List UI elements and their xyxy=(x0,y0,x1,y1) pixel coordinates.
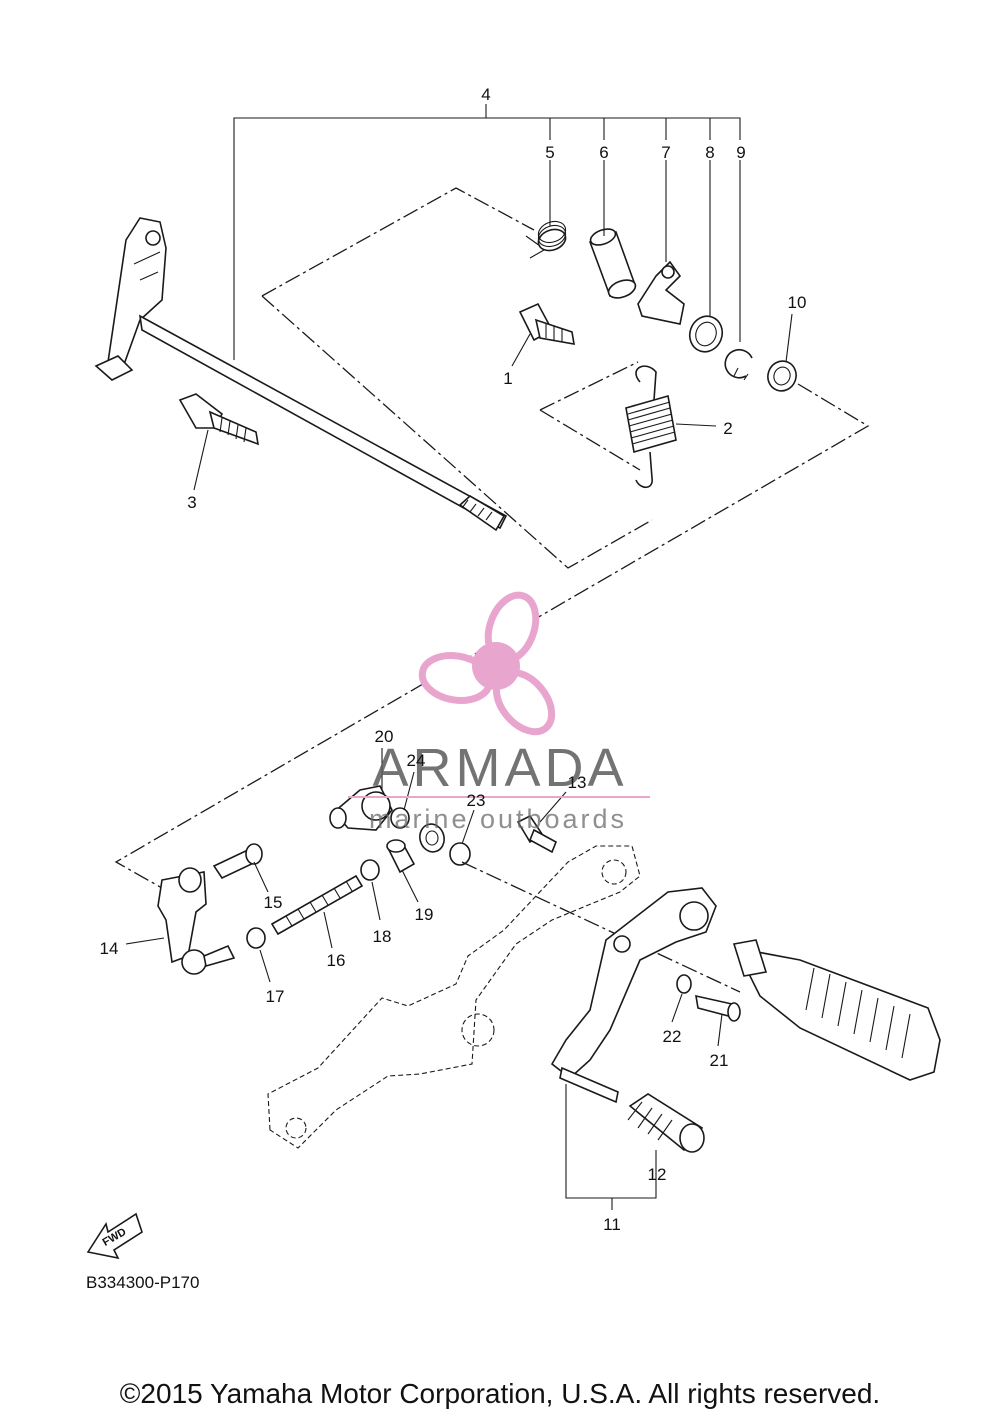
reference-code: B334300-P170 xyxy=(86,1273,199,1292)
callout-6: 6 xyxy=(599,143,608,162)
callout-21: 21 xyxy=(710,1051,729,1070)
copyright-notice: ©2015 Yamaha Motor Corporation, U.S.A. A… xyxy=(119,1378,881,1409)
bolt-21 xyxy=(695,994,741,1022)
callout-8: 8 xyxy=(705,143,714,162)
bolt-15 xyxy=(212,843,263,880)
callout-17: 17 xyxy=(266,987,285,1006)
nut-18 xyxy=(360,859,380,881)
watermark-propeller-logo xyxy=(418,591,556,736)
collar-6 xyxy=(588,228,637,299)
bolt-1 xyxy=(518,302,575,345)
callout-2: 2 xyxy=(723,419,732,438)
callout-9: 9 xyxy=(736,143,745,162)
leader-lines xyxy=(125,160,793,1047)
threaded-rod-16 xyxy=(270,874,364,936)
callout-20: 20 xyxy=(375,727,394,746)
assembly-4-bracket xyxy=(233,104,741,360)
bolt-13 xyxy=(516,814,558,854)
footrest xyxy=(732,939,941,1081)
washer-22 xyxy=(676,974,692,994)
callout-3: 3 xyxy=(187,493,196,512)
callout-4: 4 xyxy=(481,85,490,104)
bolt-3 xyxy=(178,393,260,446)
nut-24 xyxy=(390,807,410,829)
phantom-axis xyxy=(461,861,741,993)
callout-5: 5 xyxy=(545,143,554,162)
collar-19 xyxy=(386,839,416,874)
watermark-tagline: marine outboards xyxy=(369,804,627,834)
phantom-outline-spring-2 xyxy=(539,409,641,471)
callout-24: 24 xyxy=(407,751,426,770)
callout-13: 13 xyxy=(568,773,587,792)
phantom-outline-spring xyxy=(539,361,639,411)
phantom-outline-lower xyxy=(261,295,653,569)
phantom-pivot-2 xyxy=(601,859,627,885)
assembly-11-bracket xyxy=(565,1084,657,1199)
callout-10: 10 xyxy=(788,293,807,312)
torsion-spring-5 xyxy=(525,220,567,259)
callout-22: 22 xyxy=(663,1027,682,1046)
washer-10 xyxy=(767,360,797,392)
shift-pedal-11 xyxy=(550,887,717,1104)
callout-15: 15 xyxy=(264,893,283,912)
phantom-outline-upper xyxy=(261,187,535,297)
callout-7: 7 xyxy=(661,143,670,162)
callout-12: 12 xyxy=(648,1165,667,1184)
lever-7 xyxy=(637,260,685,325)
fwd-arrow-icon: FWD xyxy=(86,1212,143,1260)
spacer-23 xyxy=(449,842,471,866)
callout-11: 11 xyxy=(603,1215,621,1234)
callout-23: 23 xyxy=(467,791,486,810)
return-spring-2 xyxy=(625,365,677,489)
callout-18: 18 xyxy=(373,927,392,946)
nut-17 xyxy=(246,927,266,949)
phantom-pivot-3 xyxy=(285,1117,307,1139)
callout-14: 14 xyxy=(100,939,119,958)
callout-labels: 1 2 3 4 5 6 7 8 9 10 11 12 13 14 15 16 1… xyxy=(100,85,807,1234)
callout-19: 19 xyxy=(415,905,434,924)
phantom-shift-pedal xyxy=(267,845,641,1149)
phantom-pivot xyxy=(461,1013,495,1047)
watermark-brand: ARMADA xyxy=(372,738,627,798)
joint-ring xyxy=(419,823,445,853)
callout-1: 1 xyxy=(503,369,512,388)
pedal-rubber-12 xyxy=(627,1093,705,1153)
washer-8 xyxy=(688,315,724,353)
shift-arm-14 xyxy=(157,867,236,975)
circlip-9 xyxy=(724,348,753,381)
shift-shaft xyxy=(94,217,508,532)
callout-16: 16 xyxy=(327,951,346,970)
